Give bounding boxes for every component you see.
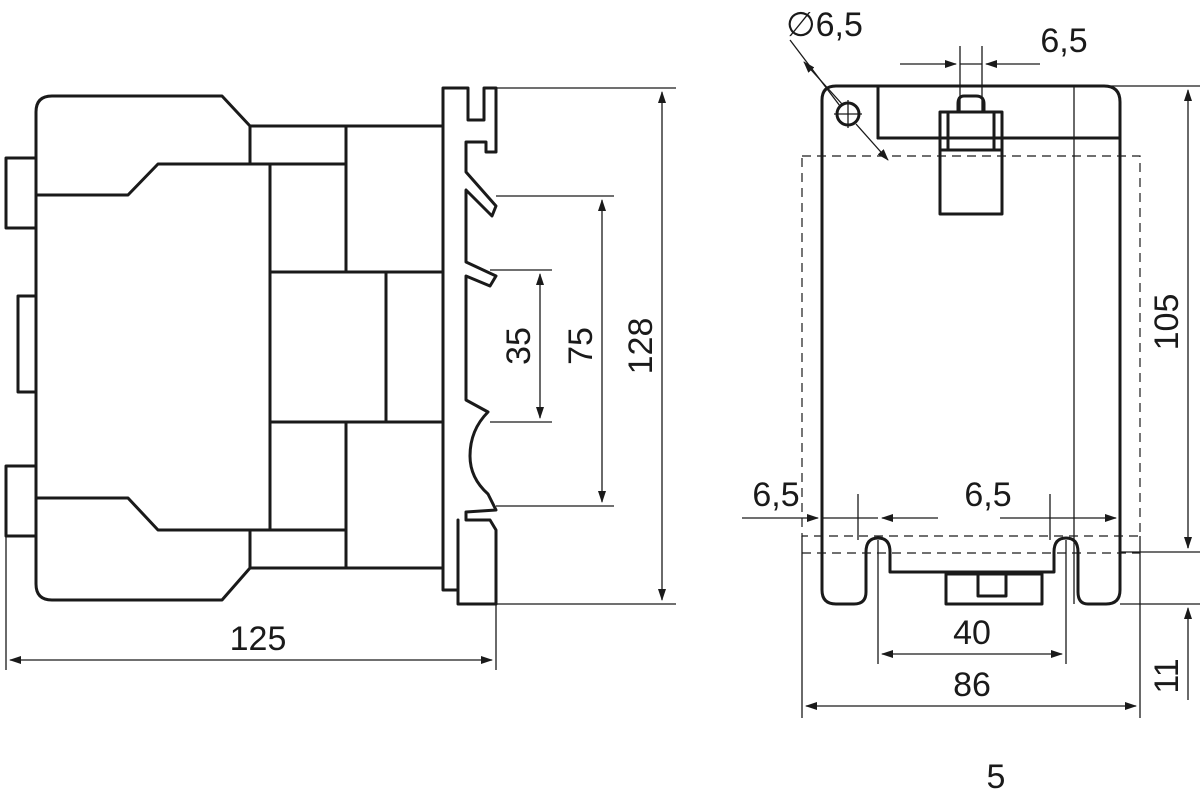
front-view: ∅6,5 6,5 105 11 6,5 6,5 40	[742, 6, 1200, 718]
dim-rail-35: 35	[500, 327, 538, 365]
dim-foot-spacing-40: 40	[953, 614, 991, 652]
base-plate-outline	[820, 84, 1122, 606]
figure-caption: 5	[987, 758, 1006, 796]
dim-left-slot: 6,5	[752, 476, 799, 514]
left-terminal-bottom	[4, 464, 38, 538]
dim-center-slot: 6,5	[964, 476, 1011, 514]
dim-width-125: 125	[230, 620, 287, 658]
dim-rail-75: 75	[562, 327, 600, 365]
bottom-latch	[944, 572, 1044, 606]
dim-width-86: 86	[953, 666, 991, 704]
dim-height-128: 128	[622, 318, 660, 375]
dim-bottom-11: 11	[1148, 658, 1186, 693]
din-rail-bracket	[441, 86, 498, 606]
dim-top-slot: 6,5	[1040, 22, 1087, 60]
left-edge-notches	[16, 226, 38, 468]
device-dashed-outline	[801, 155, 1141, 537]
side-view: 128 75 35 125	[4, 86, 676, 670]
top-latch	[938, 110, 1004, 216]
dim-height-105: 105	[1148, 294, 1186, 351]
contactor-body-outline	[34, 94, 445, 602]
left-terminal-top	[4, 156, 38, 230]
dim-hole-diameter: ∅6,5	[786, 6, 863, 44]
front-panel	[34, 162, 272, 532]
